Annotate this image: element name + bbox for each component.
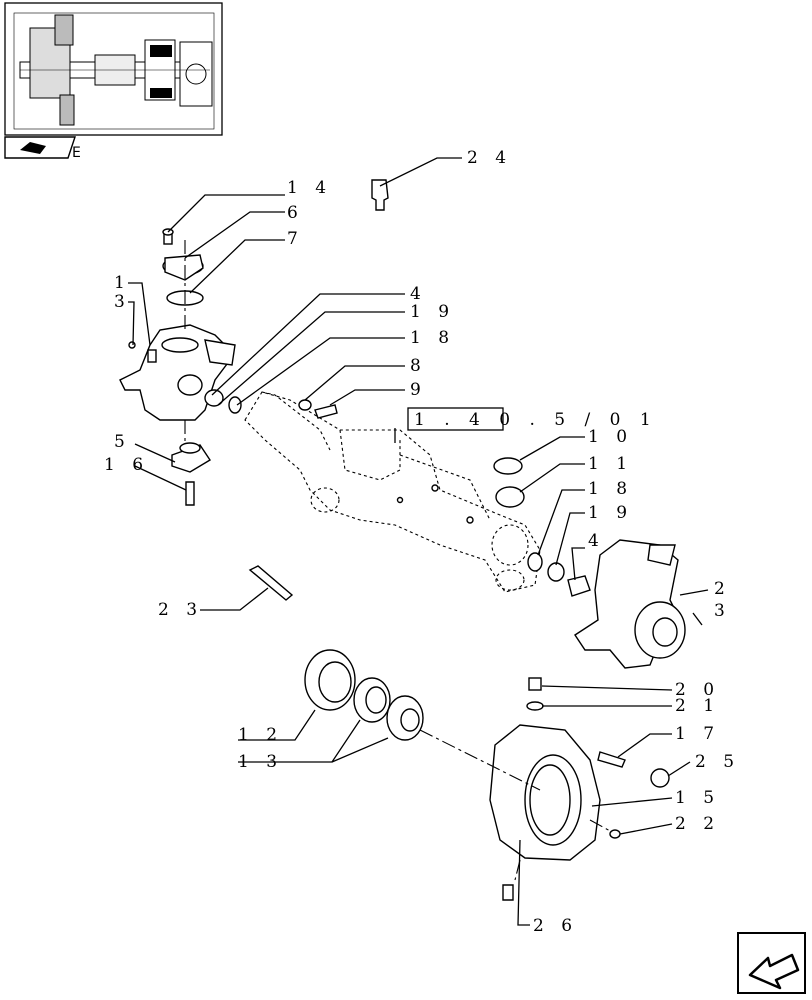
- right-steering-knuckle: [574, 539, 686, 669]
- callout-23: 2 3: [158, 600, 203, 620]
- part-20-screw: [528, 677, 542, 691]
- callout-18-upper: 1 8: [410, 328, 455, 348]
- callout-19-right: 1 9: [588, 503, 633, 523]
- leader-lines: [128, 157, 709, 926]
- callout-4-right: 4: [588, 531, 605, 551]
- callout-15: 1 5: [675, 788, 720, 808]
- callout-3-left: 3: [114, 292, 131, 312]
- callout-11: 1 1: [588, 454, 633, 474]
- callout-14: 1 4: [287, 178, 332, 198]
- pin-8: [298, 399, 312, 411]
- callout-16: 1 6: [104, 455, 149, 475]
- reference-box-text[interactable]: 1 . 4 0 . 5 / 0 1: [414, 410, 658, 430]
- callout-21: 2 1: [675, 696, 720, 716]
- callout-18-right: 1 8: [588, 479, 633, 499]
- callout-4-upper: 4: [410, 284, 427, 304]
- callout-8: 8: [410, 356, 427, 376]
- arrow-icon: [748, 953, 800, 990]
- callout-24: 2 4: [467, 148, 512, 168]
- book-icon: [20, 142, 46, 154]
- thumbnail-axle-image: [19, 14, 213, 126]
- callout-22: 2 2: [675, 814, 720, 834]
- callout-20: 2 0: [675, 680, 720, 700]
- callout-3-right: 3: [714, 601, 731, 621]
- callout-2: 2: [714, 579, 731, 599]
- wheel-hub: [489, 724, 601, 861]
- part-22-plug: [609, 829, 621, 839]
- seal-left: [228, 396, 242, 414]
- part-17-stud: [597, 751, 626, 768]
- page-tag: E: [72, 145, 81, 161]
- right-bushings: [493, 457, 591, 597]
- stud-23: [248, 565, 294, 601]
- reference-box[interactable]: [407, 407, 504, 431]
- callout-7: 7: [287, 229, 304, 249]
- king-pin-cap-lower: [171, 442, 211, 506]
- part-24-plug: [371, 179, 389, 211]
- callout-6: 6: [287, 203, 304, 223]
- bearing-13: [353, 677, 424, 741]
- bushing-left: [204, 389, 224, 407]
- king-pin-cap-upper: [162, 228, 204, 306]
- bearing-cup-12: [304, 649, 356, 711]
- part-21-washer: [526, 701, 544, 711]
- callout-25: 2 5: [695, 752, 740, 772]
- axle-housing: [244, 391, 541, 593]
- part-25-nut: [650, 768, 670, 788]
- callout-9: 9: [410, 380, 427, 400]
- callout-5: 5: [114, 432, 131, 452]
- left-steering-knuckle: [119, 324, 236, 421]
- part-26-pin: [502, 884, 514, 901]
- callout-13: 1 3: [238, 752, 283, 772]
- callout-10: 1 0: [588, 427, 633, 447]
- callout-17: 1 7: [675, 724, 720, 744]
- next-page-button[interactable]: [737, 932, 806, 994]
- callout-19-upper: 1 9: [410, 302, 455, 322]
- bolt-9: [314, 404, 338, 419]
- callout-26: 2 6: [533, 916, 578, 936]
- callout-1: 1: [114, 273, 131, 293]
- overview-thumbnail: E: [4, 2, 223, 161]
- callout-12: 1 2: [238, 725, 283, 745]
